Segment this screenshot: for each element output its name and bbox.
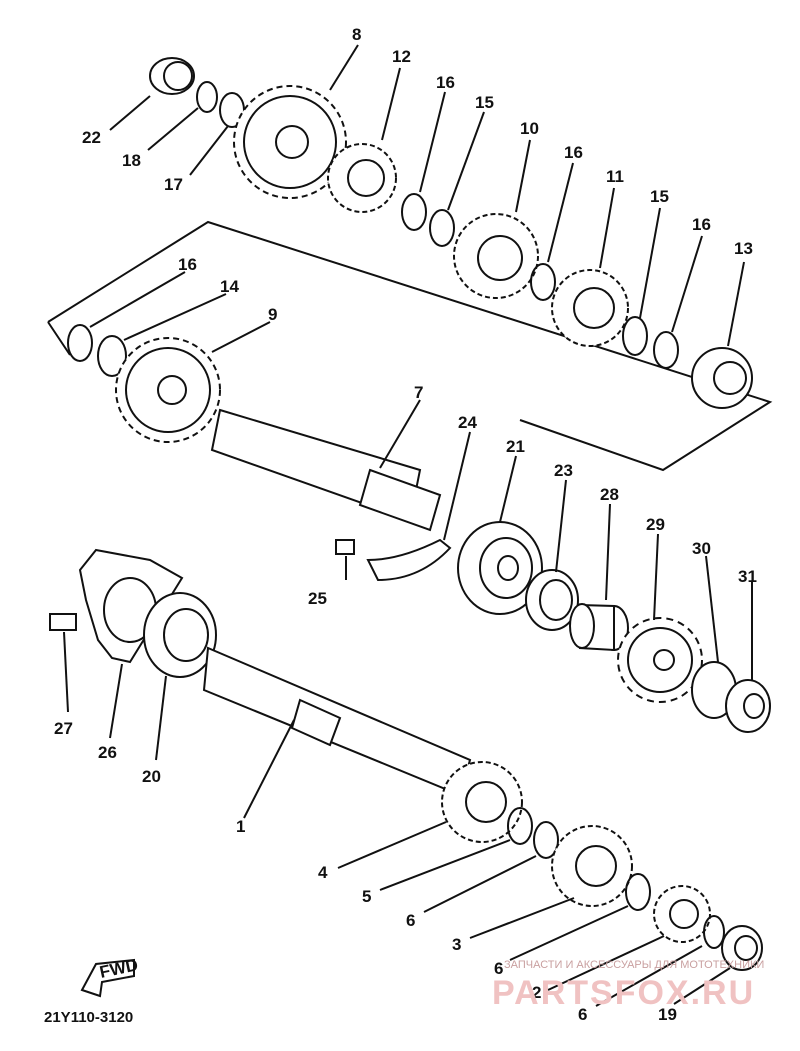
callout-13: 13 xyxy=(734,239,753,258)
circlip-part xyxy=(530,263,556,301)
callout-23: 23 xyxy=(554,461,573,480)
bearing-19-part xyxy=(721,925,763,971)
callout-22: 22 xyxy=(82,128,101,147)
washer-part xyxy=(507,807,533,845)
callout-30: 30 xyxy=(692,539,711,558)
callout-labels: 8 12 16 15 10 16 11 15 16 13 22 18 17 16… xyxy=(54,25,757,1024)
callout-1: 1 xyxy=(236,817,245,836)
gear-9-part xyxy=(115,337,221,443)
circlip-part xyxy=(196,81,218,113)
gear-10-part xyxy=(453,213,539,299)
bolt-25-part xyxy=(335,539,355,555)
washer-part xyxy=(429,209,455,247)
bolt-27-part xyxy=(49,613,77,631)
bearing-plate-part xyxy=(366,538,452,582)
watermark-tagline: ЗАПЧАСТИ И АКСЕССУАРЫ ДЛЯ МОТОТЕХНИКИ xyxy=(504,959,764,971)
callout-6: 6 xyxy=(578,1005,587,1024)
watermark-logo: PARTSFOX.RU xyxy=(492,974,755,1012)
callout-29: 29 xyxy=(646,515,665,534)
callout-5: 5 xyxy=(362,887,371,906)
collar-part xyxy=(691,347,753,409)
nut-part xyxy=(725,679,771,733)
callout-18: 18 xyxy=(122,151,141,170)
leader-lines xyxy=(63,44,753,1007)
drive-axle-part xyxy=(202,646,472,797)
callout-16: 16 xyxy=(692,215,711,234)
callout-27: 27 xyxy=(54,719,73,738)
callout-14: 14 xyxy=(220,277,239,296)
circlip-part xyxy=(653,331,679,369)
callout-10: 10 xyxy=(520,119,539,138)
callout-2: 2 xyxy=(532,983,541,1002)
bearing-21-part xyxy=(457,521,543,615)
callout-16: 16 xyxy=(178,255,197,274)
needle-bearing-part xyxy=(149,57,195,95)
callout-28: 28 xyxy=(600,485,619,504)
callout-6: 6 xyxy=(406,911,415,930)
callout-4: 4 xyxy=(318,863,328,882)
spacer-collar-part xyxy=(569,603,629,652)
circlip-part xyxy=(533,821,559,859)
washer-part xyxy=(97,335,127,377)
drive-sprocket-part xyxy=(617,617,703,703)
group-outline xyxy=(47,220,773,472)
gear-8-part xyxy=(233,85,347,199)
main-axle-part xyxy=(210,408,442,532)
circlip-part xyxy=(67,324,93,362)
callout-9: 9 xyxy=(268,305,277,324)
callout-8: 8 xyxy=(352,25,361,44)
callout-24: 24 xyxy=(458,413,477,432)
gear-2-part xyxy=(653,885,711,943)
callout-11: 11 xyxy=(606,167,624,186)
group-outline-left xyxy=(47,321,71,356)
bearing-20-part xyxy=(143,592,217,678)
washer-part xyxy=(622,316,648,356)
gear-3-part xyxy=(551,825,633,907)
callout-15: 15 xyxy=(475,93,494,112)
callout-15: 15 xyxy=(650,187,669,206)
gear-12-part xyxy=(327,143,397,213)
callout-7: 7 xyxy=(414,383,423,402)
gear-4-part xyxy=(441,761,523,843)
gear-11-part xyxy=(551,269,629,347)
callout-25: 25 xyxy=(308,589,327,608)
circlip-part xyxy=(625,873,651,911)
callout-16: 16 xyxy=(564,143,583,162)
callout-6: 6 xyxy=(494,959,503,978)
callout-17: 17 xyxy=(164,175,183,194)
oil-seal-part xyxy=(525,569,579,631)
circlip-part xyxy=(703,915,725,949)
fwd-label: FWD xyxy=(98,955,140,982)
callout-19: 19 xyxy=(658,1005,677,1024)
callout-20: 20 xyxy=(142,767,161,786)
forward-arrow-icon: FWD xyxy=(80,955,140,998)
catalog-code: 21Y110-3120 xyxy=(44,1009,133,1026)
callout-12: 12 xyxy=(392,47,411,66)
callout-21: 21 xyxy=(506,437,525,456)
callout-3: 3 xyxy=(452,935,461,954)
callout-31: 31 xyxy=(738,567,757,586)
circlip-part xyxy=(401,193,427,231)
callout-16: 16 xyxy=(436,73,455,92)
callout-26: 26 xyxy=(98,743,117,762)
washer-part xyxy=(219,92,245,128)
